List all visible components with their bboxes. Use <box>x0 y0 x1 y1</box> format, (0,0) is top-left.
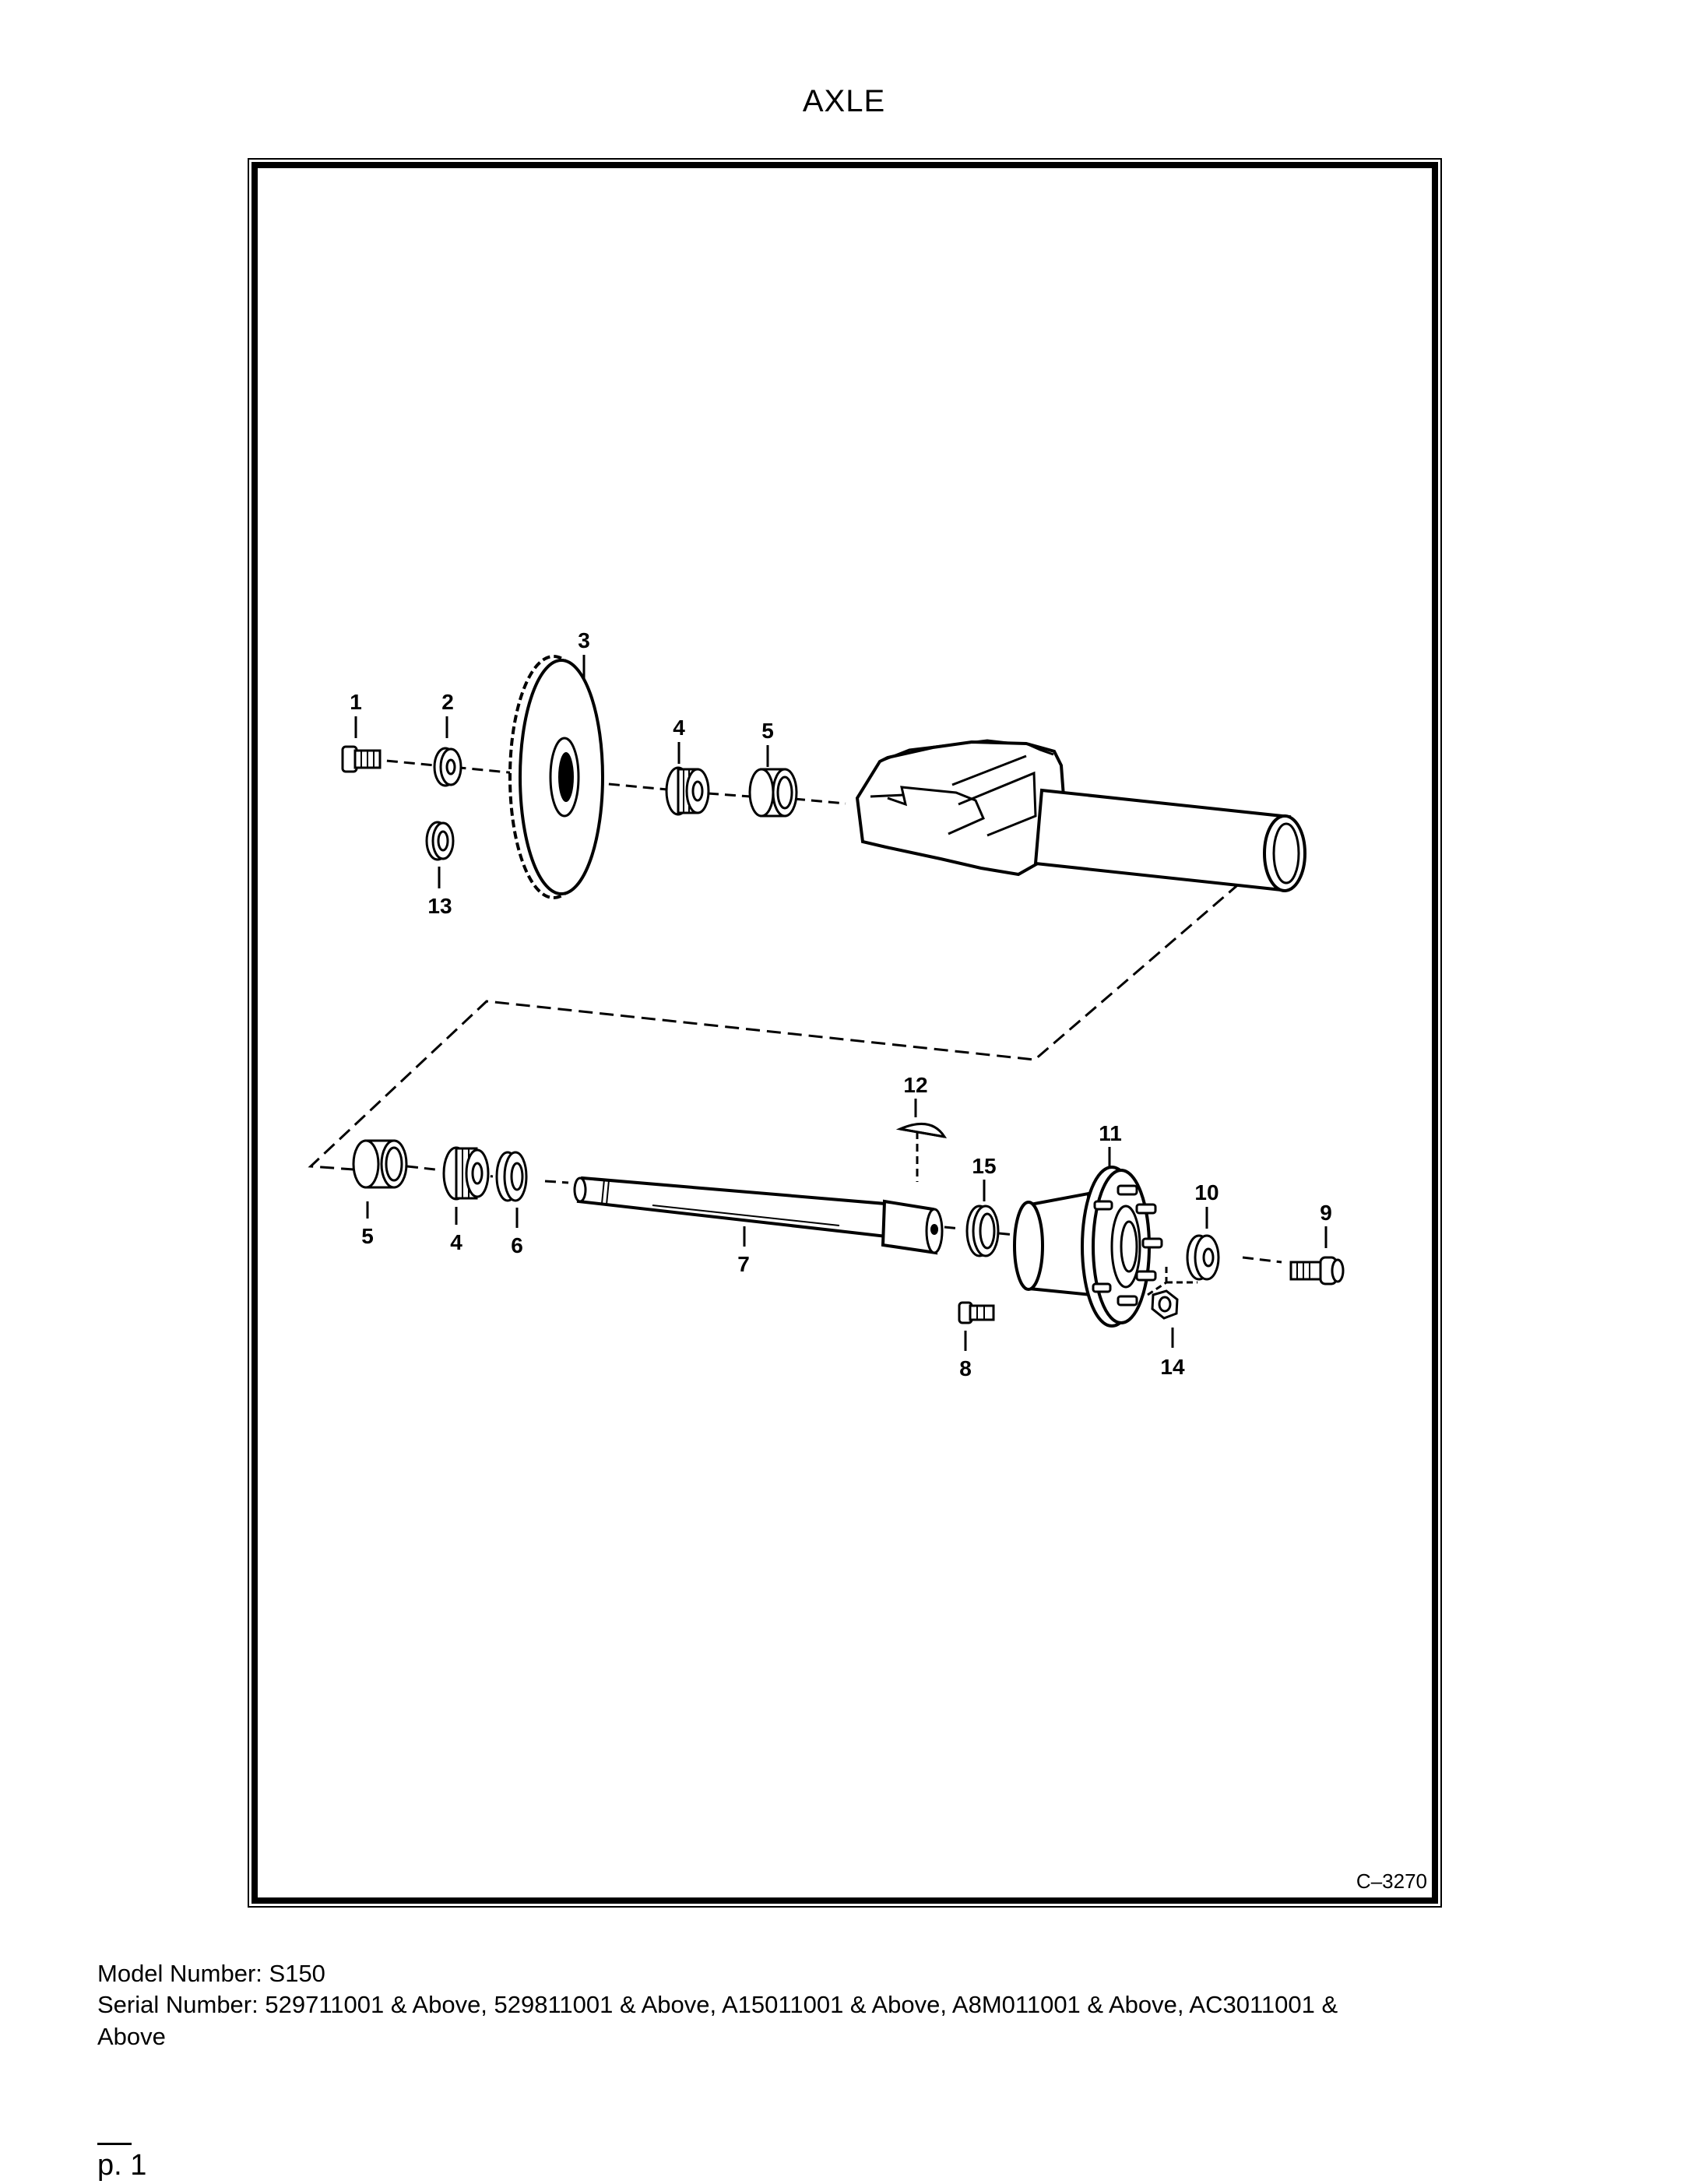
callout-9: 9 <box>1320 1201 1332 1225</box>
callout-13: 13 <box>427 894 452 918</box>
part-13-seal <box>425 821 455 861</box>
callout-12: 12 <box>903 1073 927 1097</box>
part-14-nut <box>1151 1289 1179 1320</box>
part-1-bolt <box>341 745 382 773</box>
callout-5-lower: 5 <box>361 1224 374 1248</box>
part-4-bearing <box>665 766 710 816</box>
callout-11: 11 <box>1099 1121 1122 1145</box>
callout-4-lower: 4 <box>450 1230 462 1254</box>
part-15-seal <box>965 1205 1000 1257</box>
page-title: AXLE <box>802 84 886 118</box>
footer-info: Model Number: S150 Serial Number: 529711… <box>97 1958 1623 2052</box>
part-7-axle-shaft <box>573 1176 944 1255</box>
serial-number-line-1: Serial Number: 529711001 & Above, 529811… <box>97 1991 1338 2019</box>
frame-outer <box>248 158 1442 1908</box>
page-divider <box>97 2143 132 2145</box>
callout-5: 5 <box>761 719 774 743</box>
callout-8: 8 <box>959 1356 972 1380</box>
part-9-bolt <box>1289 1256 1345 1285</box>
callout-2: 2 <box>441 690 454 714</box>
part-11-hub <box>1013 1166 1163 1328</box>
part-8-stud <box>958 1301 995 1324</box>
callout-4: 4 <box>673 716 685 740</box>
callout-3: 3 <box>578 628 590 652</box>
serial-number-line-2: Above <box>97 2022 166 2050</box>
page-number: p. 1 <box>97 2149 147 2182</box>
exploded-parts-diagram: 1 2 3 4 5 13 12 11 15 10 9 5 4 6 7 8 14 … <box>248 158 1442 1908</box>
callout-1: 1 <box>350 690 362 714</box>
callout-10: 10 <box>1194 1180 1219 1205</box>
figure-code: C–3270 <box>1356 1869 1427 1893</box>
part-5-cup-lower <box>352 1139 408 1189</box>
callout-14: 14 <box>1160 1355 1185 1379</box>
part-10-washer <box>1186 1234 1220 1281</box>
part-5-cup <box>748 768 798 818</box>
callout-15: 15 <box>972 1154 996 1178</box>
frame-inner <box>251 162 1438 1904</box>
callout-6: 6 <box>511 1233 523 1257</box>
model-number: Model Number: S150 <box>97 1960 325 1987</box>
part-3-sprocket <box>508 655 604 899</box>
callout-7: 7 <box>737 1252 750 1276</box>
part-4-bearing-lower <box>442 1146 490 1201</box>
part-2-washer <box>433 747 462 787</box>
chaincase-housing <box>855 739 1306 892</box>
part-12-key <box>895 1123 948 1139</box>
part-6-seal <box>495 1151 528 1202</box>
